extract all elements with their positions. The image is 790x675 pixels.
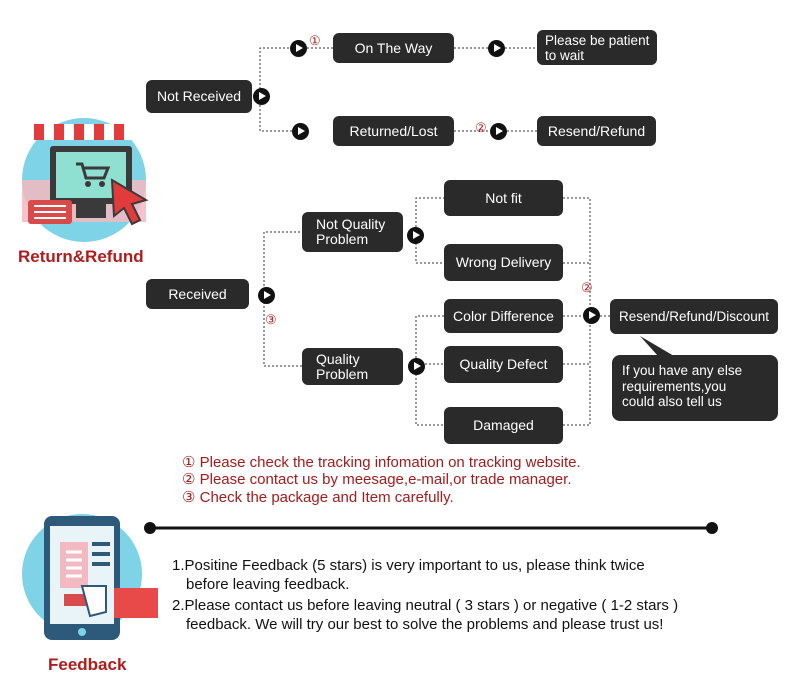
on-the-way-label: On The Way bbox=[354, 39, 433, 56]
not-quality-line-2: Problem bbox=[316, 231, 369, 247]
line-color-difference bbox=[415, 315, 444, 366]
resend-refund-discount-box: Resend/Refund/Discount bbox=[610, 299, 778, 334]
bubble-line-3: could also tell us bbox=[622, 394, 722, 409]
feedback-line-1b: before leaving feedback. bbox=[186, 576, 350, 593]
color-difference-box: Color Difference bbox=[444, 299, 563, 333]
speech-bubble-tail bbox=[640, 336, 674, 356]
please-be-patient-box: Please be patient to wait bbox=[537, 30, 657, 65]
feedback-line-1: 1.Positine Feedback (5 stars) is very im… bbox=[172, 557, 645, 574]
not-quality-line-1: Not Quality bbox=[316, 216, 386, 232]
returned-lost-label: Returned/Lost bbox=[349, 122, 438, 139]
feedback-line-2: 2.Please contact us before leaving neutr… bbox=[172, 597, 679, 614]
divider-dot-left bbox=[144, 522, 156, 534]
return-refund-title: Return&Refund bbox=[18, 247, 144, 266]
marker-2: ② bbox=[475, 120, 487, 135]
line-not-received-up bbox=[259, 47, 290, 97]
line-received-down bbox=[263, 294, 302, 367]
not-received-box: Not Received bbox=[146, 80, 252, 113]
on-the-way-box: On The Way bbox=[333, 33, 454, 63]
feedback-title: Feedback bbox=[48, 655, 127, 674]
received-label: Received bbox=[168, 285, 227, 302]
wrong-delivery-box: Wrong Delivery bbox=[444, 244, 563, 281]
line-damaged bbox=[415, 366, 444, 426]
tablet-feedback-illustration bbox=[22, 514, 158, 640]
shop-cart-illustration bbox=[22, 118, 149, 242]
resend-refund-box: Resend/Refund bbox=[537, 116, 656, 146]
resend-refund-label: Resend/Refund bbox=[547, 122, 646, 139]
marker-2-received: ② bbox=[581, 280, 593, 295]
quality-line-2: Problem bbox=[316, 365, 369, 382]
not-received-label: Not Received bbox=[156, 88, 242, 104]
line-right-defect bbox=[563, 325, 591, 365]
marker-1: ① bbox=[309, 33, 321, 48]
line-wrong-delivery bbox=[415, 235, 444, 264]
marker-3: ③ bbox=[265, 312, 277, 327]
resend-refund-discount-label: Resend/Refund/Discount bbox=[618, 309, 770, 324]
returned-lost-box: Returned/Lost bbox=[333, 116, 454, 146]
patient-line-1: Please be patient bbox=[545, 32, 650, 48]
play-icon bbox=[488, 40, 505, 57]
not-quality-problem-box: Not Quality Problem bbox=[302, 212, 403, 252]
feedback-line-2b: feedback. We will try our best to solve … bbox=[186, 616, 664, 633]
line-received-up bbox=[263, 231, 302, 294]
bubble-line-1: If you have any else bbox=[622, 363, 743, 378]
play-icon bbox=[583, 307, 600, 324]
note-2: ② Please contact us by meesage,e-mail,or… bbox=[182, 471, 572, 488]
play-icon bbox=[290, 40, 307, 57]
speech-bubble: If you have any else requirements,you co… bbox=[612, 355, 778, 421]
play-icon bbox=[292, 123, 309, 140]
line-right-damaged bbox=[563, 364, 591, 426]
play-icon bbox=[253, 88, 270, 105]
patient-line-2: to wait bbox=[545, 47, 585, 63]
line-not-received-down bbox=[259, 97, 292, 132]
play-icon bbox=[407, 227, 424, 244]
received-box: Received bbox=[146, 279, 249, 309]
line-right-top bbox=[563, 197, 591, 305]
not-fit-box: Not fit bbox=[444, 180, 563, 216]
divider-dot-right bbox=[706, 522, 718, 534]
quality-defect-label: Quality Defect bbox=[459, 356, 548, 372]
play-icon bbox=[408, 358, 425, 375]
bubble-line-2: requirements,you bbox=[622, 378, 727, 394]
wrong-delivery-label: Wrong Delivery bbox=[455, 254, 552, 270]
note-1: ① Please check the tracking infomation o… bbox=[182, 454, 581, 471]
damaged-box: Damaged bbox=[444, 407, 563, 444]
quality-problem-box: Quality Problem bbox=[302, 348, 403, 385]
not-fit-label: Not fit bbox=[485, 189, 522, 206]
play-icon bbox=[258, 287, 275, 304]
quality-line-1: Quality bbox=[316, 350, 360, 367]
play-icon bbox=[490, 123, 507, 140]
line-not-fit bbox=[415, 197, 444, 235]
note-3: ③ Check the package and Item carefully. bbox=[182, 489, 454, 506]
damaged-label: Damaged bbox=[473, 417, 534, 433]
quality-defect-box: Quality Defect bbox=[444, 346, 563, 383]
color-difference-label: Color Difference bbox=[453, 307, 554, 324]
